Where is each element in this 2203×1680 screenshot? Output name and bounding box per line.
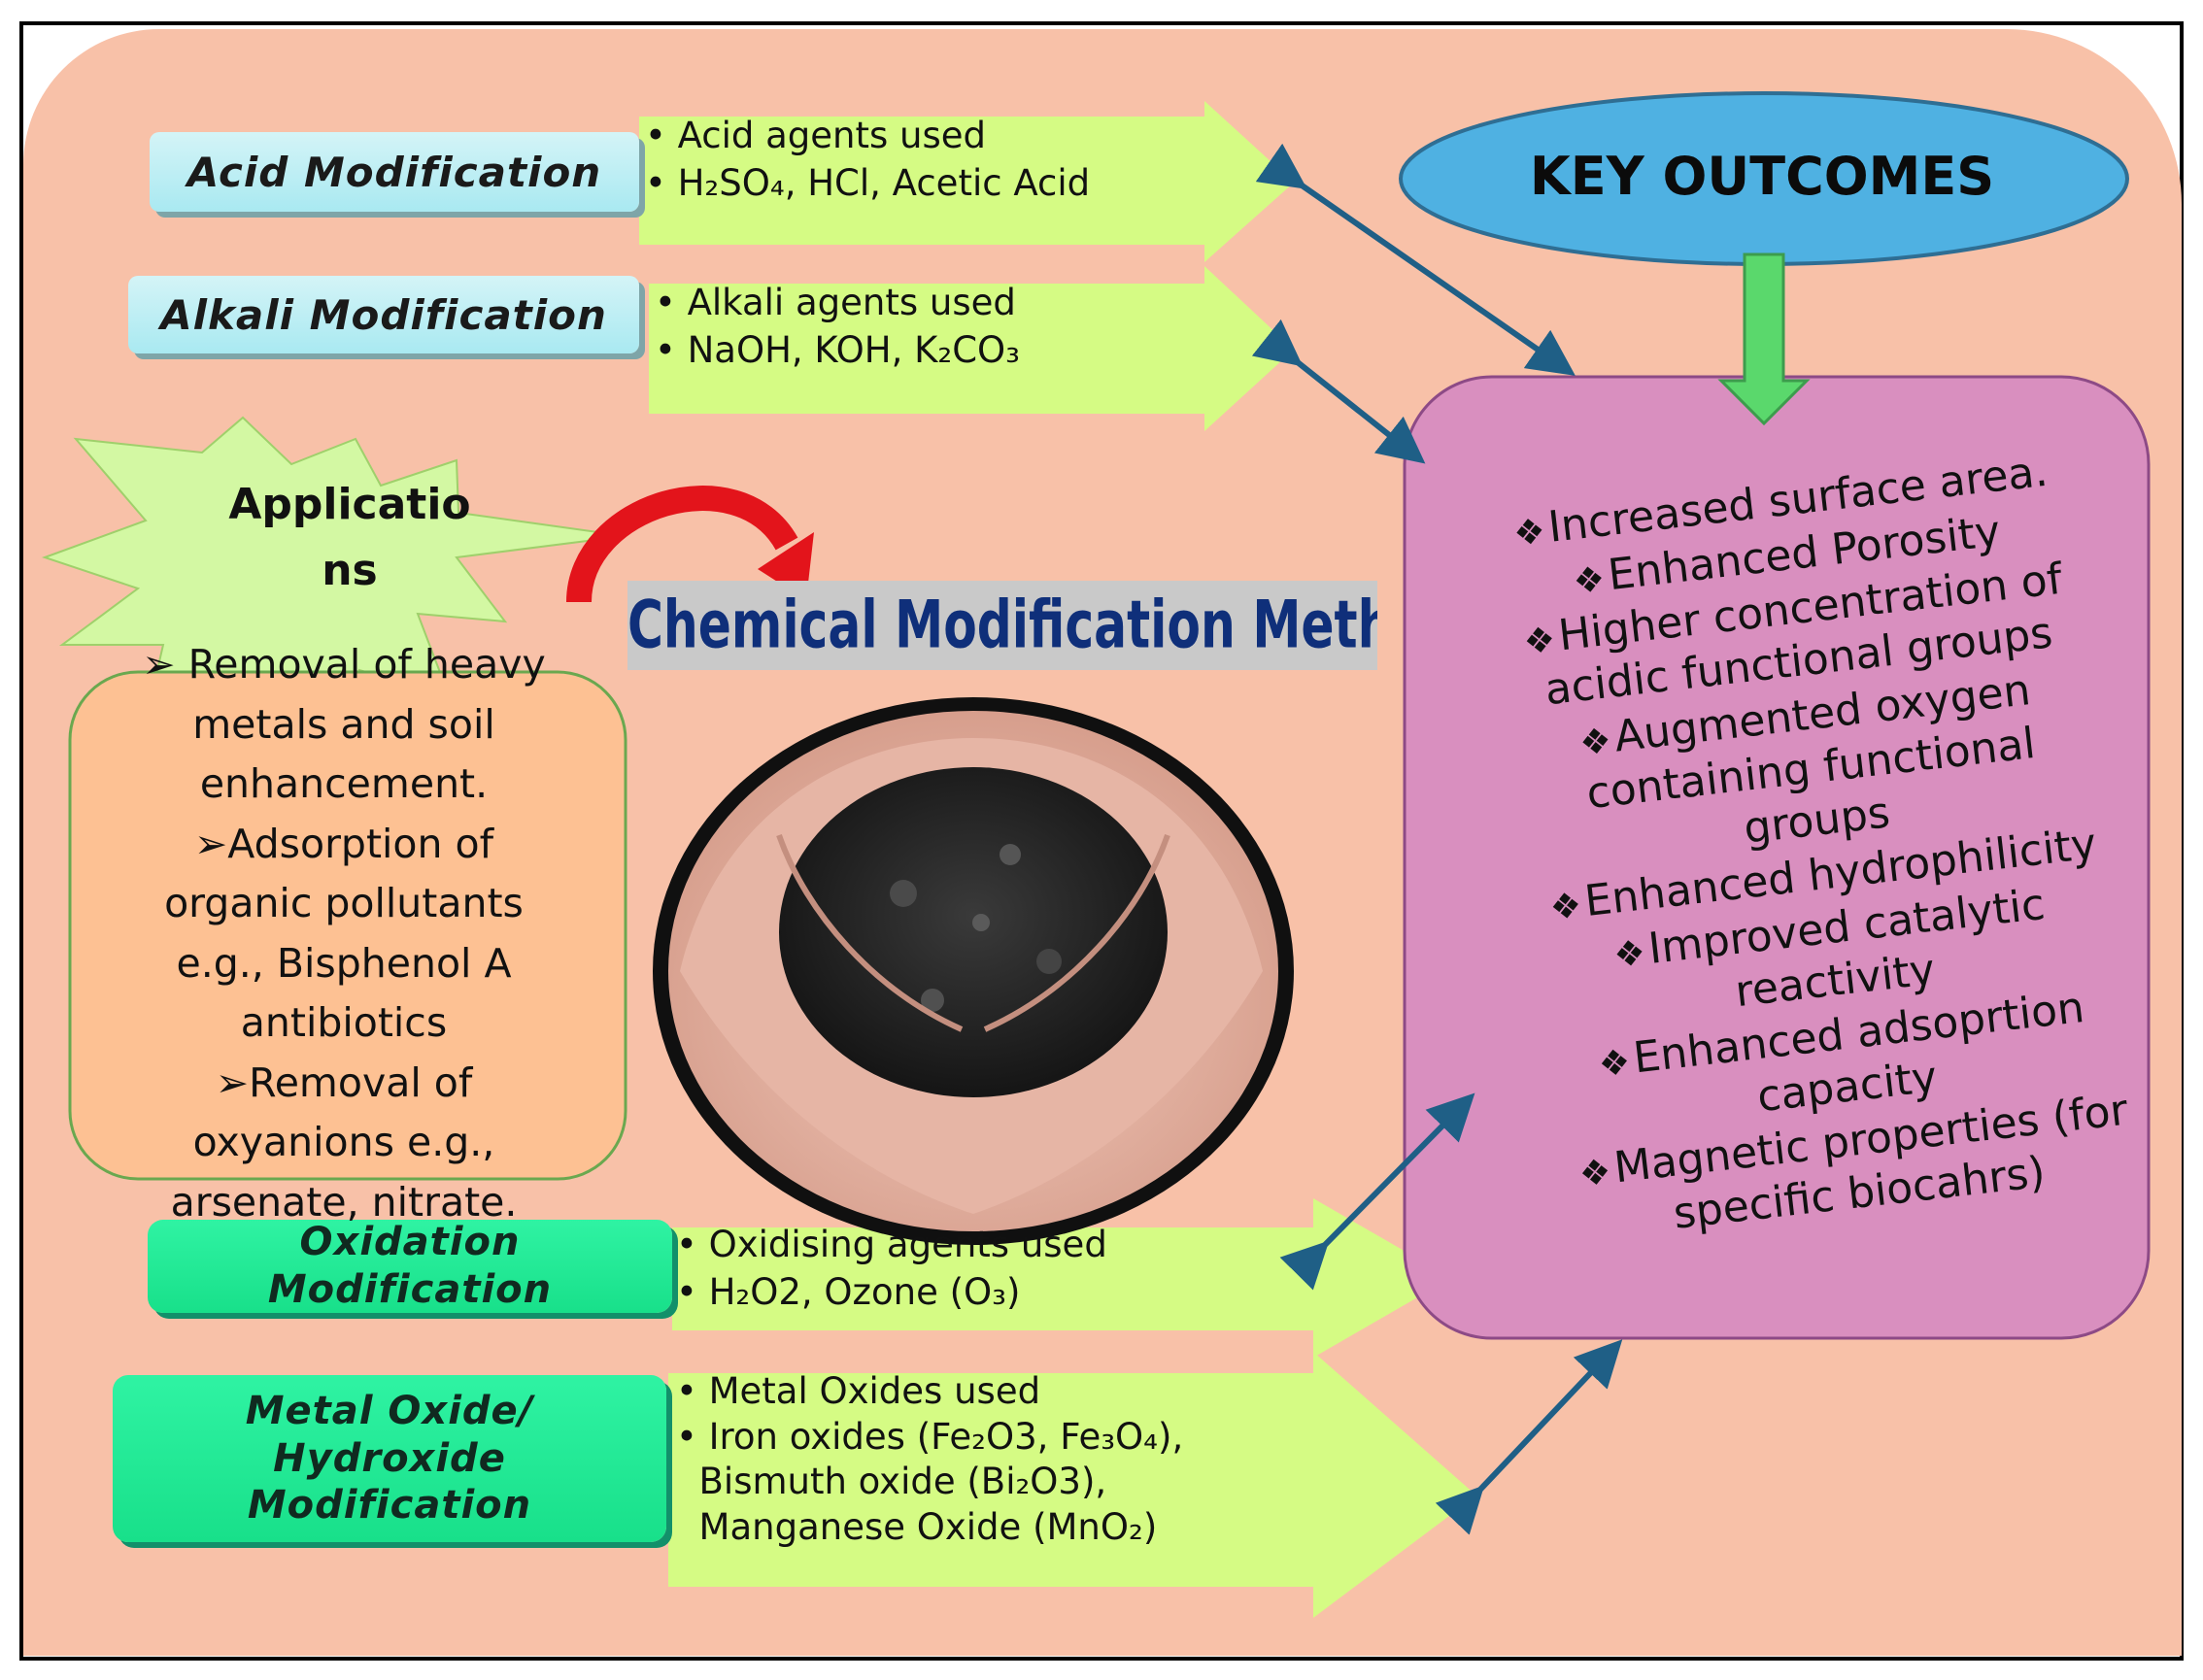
arrow-bullet-icon: ➢ <box>142 641 176 688</box>
metal-oxide-arrow <box>668 1352 1476 1618</box>
connector-oxidation <box>1279 1092 1475 1291</box>
diamond-bullet-icon: ❖ <box>1547 885 1584 928</box>
connector-acid <box>1255 143 1576 376</box>
arrow-bullet-icon: ➢ <box>215 1058 250 1106</box>
diagram-title: Chemical Modification Methods <box>627 587 1377 664</box>
alkali-agents-text: • Alkali agents used • NaOH, KOH, K₂CO₃ <box>655 282 1021 371</box>
oxidation-agents-text: • Oxidising agents used • H₂O2, Ozone (O… <box>676 1224 1107 1313</box>
diamond-bullet-icon: ❖ <box>1577 721 1614 765</box>
application-item: ➢ Removal of heavy metals and soil enhan… <box>142 641 546 807</box>
key-outcomes-title: KEY OUTCOMES <box>1529 146 1995 207</box>
outcomes-list: ❖Increased surface area. ❖Enhanced Poros… <box>1459 440 2181 1259</box>
diamond-bullet-icon: ❖ <box>1596 1042 1633 1086</box>
curved-arrow <box>566 486 798 603</box>
diamond-bullet-icon: ❖ <box>1611 932 1648 976</box>
application-item: ➢Removal of oxyanions e.g., arsenate, ni… <box>170 1058 518 1226</box>
title-banner: Chemical Modification Methods <box>627 581 1377 670</box>
connector-metal <box>1435 1339 1623 1535</box>
acid-agents-text: • Acid agents used • H₂SO₄, HCl, Acetic … <box>645 115 1091 204</box>
connector-alkali <box>1251 319 1426 464</box>
oxidation-arrow <box>672 1198 1451 1358</box>
metal-oxide-modification-label: Metal Oxide/ Hydroxide Modification <box>113 1375 666 1542</box>
metal-oxide-agents-text: • Metal Oxides used • Iron oxides (Fe₂O3… <box>676 1370 1184 1548</box>
down-arrow <box>1717 252 1811 426</box>
alkali-modification-label: Alkali Modification <box>128 276 639 353</box>
applications-list: ➢ Removal of heavy metals and soil enhan… <box>101 635 587 1232</box>
diamond-bullet-icon: ❖ <box>1511 511 1547 554</box>
alkali-arrow <box>649 266 1294 431</box>
acid-modification-label: Acid Modification <box>150 132 639 212</box>
arrow-bullet-icon: ➢ <box>193 820 228 867</box>
applications-title: Applicatio ns <box>228 480 471 596</box>
diamond-bullet-icon: ❖ <box>1576 1152 1613 1195</box>
oxidation-modification-label: Oxidation Modification <box>148 1220 672 1313</box>
diamond-bullet-icon: ❖ <box>1571 559 1608 603</box>
application-item: ➢Adsorption of organic pollutants e.g., … <box>164 820 524 1047</box>
applications-box <box>68 670 627 1181</box>
biochar-photo <box>653 697 1294 1245</box>
diamond-bullet-icon: ❖ <box>1521 620 1558 663</box>
acid-arrow <box>639 101 1294 262</box>
